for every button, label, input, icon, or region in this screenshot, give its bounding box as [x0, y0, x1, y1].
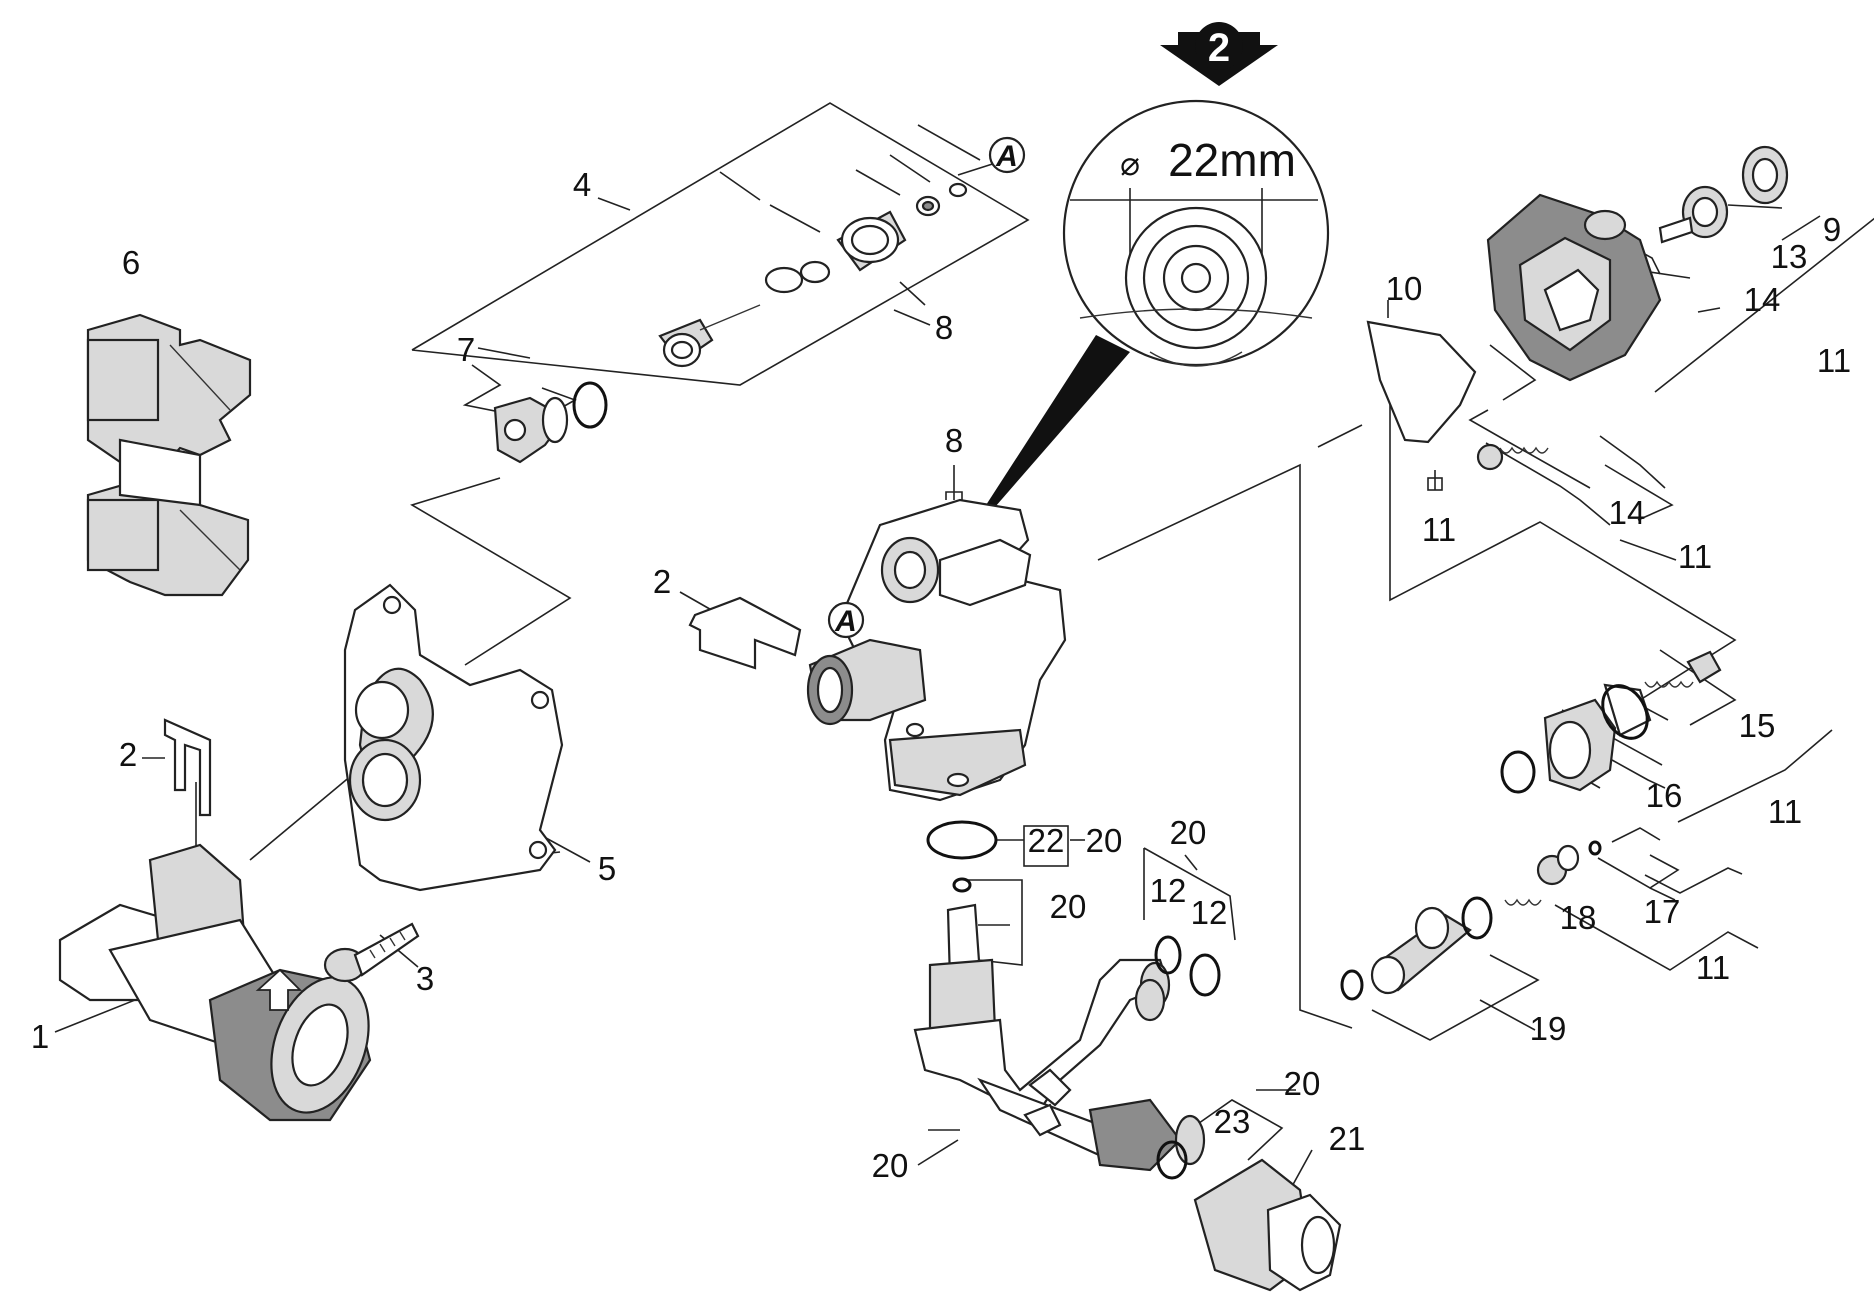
part-15-valve [1603, 650, 1722, 737]
callout-20: 20 [1170, 814, 1207, 851]
callout-8: 8 [945, 422, 963, 459]
callout-15: 15 [1739, 707, 1776, 744]
part-7-elbow [493, 381, 608, 464]
part-5-housing [343, 583, 564, 892]
callout-16: 16 [1646, 777, 1683, 814]
callout-9: 9 [1823, 211, 1841, 248]
callout-13: 13 [1771, 238, 1808, 275]
callout-10: 10 [1386, 270, 1423, 307]
callout-11: 11 [1422, 511, 1456, 548]
part-12-oring-a [1154, 935, 1182, 975]
ref-marker-a-center: A [827, 601, 865, 639]
part-11-valve-housing [1486, 145, 1789, 382]
callout-20: 20 [872, 1147, 909, 1184]
callout-11: 11 [1678, 538, 1712, 575]
callout-14: 14 [1744, 281, 1781, 318]
part-4-assembly [658, 182, 968, 368]
part-1-connector [58, 843, 372, 1122]
part-22-oring [926, 820, 998, 860]
pump-head [806, 498, 1067, 802]
part-2-clip-center [688, 596, 802, 670]
callout-17: 17 [1644, 893, 1681, 930]
callout-2: 2 [653, 563, 671, 600]
callout-1: 1 [31, 1018, 49, 1055]
detail-badge-number: 2 [1208, 26, 1230, 70]
svg-text:A: A [995, 140, 1018, 173]
callout-11: 11 [1768, 793, 1802, 830]
dimension-label: 22mm [1168, 134, 1296, 186]
callout-11: 11 [1696, 949, 1730, 986]
part-2-clip-left [163, 718, 212, 817]
part-10-seal [1366, 320, 1477, 444]
callout-4: 4 [573, 166, 591, 203]
callout-11: 11 [1817, 342, 1851, 379]
callout-6: 6 [122, 244, 140, 281]
lower-pipe-assembly [913, 877, 1206, 1172]
magnifier-contents [1070, 188, 1318, 367]
part-19-piston [1340, 896, 1493, 1001]
diameter-symbol: ⌀ [1120, 145, 1140, 182]
part-17-18-spring [1504, 840, 1602, 906]
callout-19: 19 [1530, 1010, 1567, 1047]
callout-18: 18 [1560, 899, 1597, 936]
callout-20: 20 [1086, 822, 1123, 859]
callout-3: 3 [416, 960, 434, 997]
callout-12: 12 [1150, 872, 1187, 909]
part-23-ring [1156, 1140, 1188, 1180]
callout-14: 14 [1609, 494, 1646, 531]
svg-text:A: A [834, 605, 857, 638]
callout-7: 7 [457, 331, 475, 368]
part-6-holder [86, 313, 252, 597]
callout-22: 22 [1028, 822, 1065, 859]
callout-2: 2 [119, 736, 137, 773]
callout-labels: 1 2 2 3 4 5 6 7 8 8 9 10 11 11 11 11 11 … [31, 166, 1851, 1184]
part-21-hose-connector [1193, 1158, 1342, 1292]
arrow-up-icon [255, 968, 303, 1011]
callout-20: 20 [1050, 888, 1087, 925]
callout-23: 23 [1214, 1103, 1251, 1140]
callout-5: 5 [598, 850, 616, 887]
part-16-valve-body [1500, 684, 1649, 794]
ref-marker-a-top: A [988, 136, 1026, 174]
magnifier-pointer [955, 335, 1130, 553]
detail-view-2: 2 ⌀ 22mm [955, 22, 1330, 553]
callout-20: 20 [1284, 1065, 1321, 1102]
callout-8: 8 [935, 309, 953, 346]
callout-12: 12 [1191, 894, 1228, 931]
part-12-oring-b [1189, 953, 1221, 997]
part-3-screw [323, 922, 420, 983]
callout-21: 21 [1329, 1120, 1366, 1157]
part-14-spring [1476, 443, 1549, 471]
